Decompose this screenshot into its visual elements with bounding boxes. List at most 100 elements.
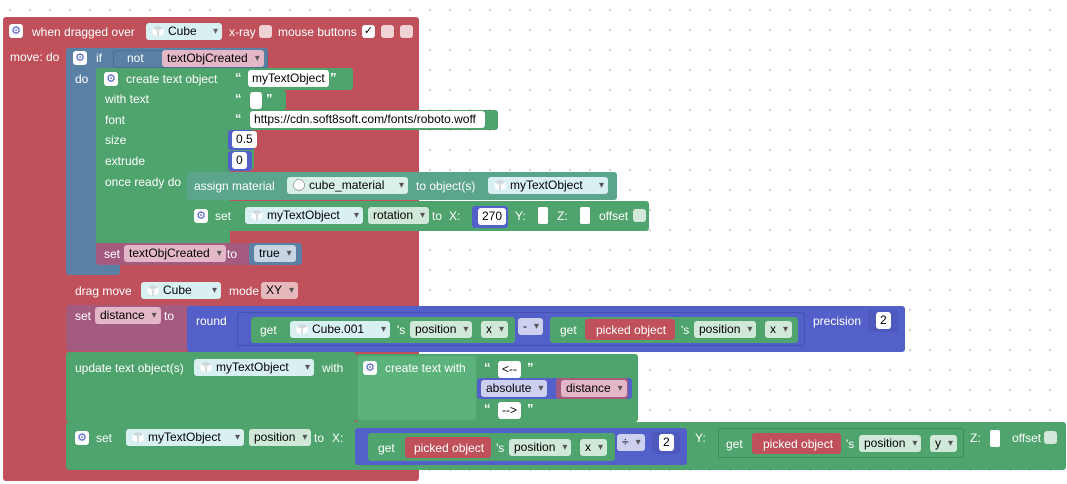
z-input-socket[interactable] — [990, 430, 1000, 447]
cube-icon — [494, 179, 506, 191]
position-dropdown[interactable]: position — [410, 321, 473, 338]
axis-dropdown[interactable]: y — [930, 435, 957, 452]
mode-dropdown[interactable]: XY — [261, 282, 299, 299]
create-text-label: create text object — [126, 72, 218, 86]
gear-icon[interactable]: ⚙ — [104, 72, 118, 86]
divisor-field[interactable]: 2 — [659, 434, 674, 451]
offset-checkbox[interactable] — [633, 209, 646, 222]
distance-dropdown[interactable]: distance — [561, 380, 627, 397]
s-label: 's — [496, 441, 505, 455]
with-text-field[interactable] — [250, 92, 262, 109]
position-dropdown[interactable]: position — [859, 435, 922, 452]
rotation-prop-dropdown[interactable]: rotation — [368, 207, 430, 224]
arrow-left-field[interactable]: <-- — [498, 361, 521, 378]
set-label: set — [75, 309, 92, 323]
gear-icon[interactable]: ⚙ — [194, 209, 208, 223]
size-field[interactable]: 0.5 — [232, 131, 257, 148]
precision-label: precision — [813, 314, 862, 328]
do-label: do — [75, 72, 89, 86]
set-var-dropdown[interactable]: textObjCreated — [124, 245, 226, 262]
offset-label: offset — [1012, 431, 1042, 445]
if-label: if — [96, 51, 102, 65]
position-dropdown[interactable]: position — [694, 321, 757, 338]
position-dropdown[interactable]: position — [509, 439, 572, 456]
arrow-right-field[interactable]: --> — [498, 402, 521, 419]
set-label: set — [96, 431, 113, 445]
s-label: 's — [846, 437, 855, 451]
text-name-field[interactable]: myTextObject — [248, 70, 329, 87]
to-label: to — [164, 309, 175, 323]
with-text-label: with text — [105, 92, 150, 106]
z-input-socket[interactable] — [580, 207, 590, 224]
gear-icon[interactable]: ⚙ — [363, 361, 377, 375]
divide-dropdown[interactable]: ÷ — [617, 434, 645, 451]
cube-icon — [147, 284, 159, 296]
quote-open: “ — [235, 70, 242, 85]
move-do-label: move: do — [10, 50, 60, 64]
y-label: Y: — [695, 431, 706, 445]
x-label: X: — [332, 431, 344, 445]
s-label: 's — [681, 323, 690, 337]
picked-object-label: picked object — [596, 323, 667, 337]
z-label: Z: — [557, 209, 568, 223]
update-object-dropdown[interactable]: myTextObject — [194, 359, 314, 376]
event-object-dropdown[interactable]: Cube▾ — [146, 23, 222, 40]
xray-checkbox[interactable] — [259, 25, 272, 38]
font-url-field[interactable]: https://cdn.soft8soft.com/fonts/roboto.w… — [250, 111, 485, 128]
bool-dropdown[interactable]: true — [254, 245, 296, 262]
mouse-left-checkbox[interactable]: ✓ — [362, 25, 375, 38]
position-object-dropdown[interactable]: myTextObject — [126, 429, 244, 446]
picked-object-label: picked object — [414, 441, 485, 455]
axis-dropdown[interactable]: x — [765, 321, 792, 338]
create-text-with-label: create text with — [385, 361, 466, 375]
x-label: X: — [449, 209, 461, 223]
rotation-x-field[interactable]: 270 — [478, 208, 507, 225]
y-label: Y: — [515, 209, 526, 223]
quote-close: ” — [527, 401, 534, 416]
quote-open: “ — [484, 360, 491, 375]
y-input-socket[interactable] — [538, 207, 548, 224]
axis-dropdown[interactable]: x — [580, 439, 607, 456]
get-object-dropdown[interactable]: Cube.001 — [290, 321, 390, 338]
once-ready-label: once ready do — [105, 175, 182, 189]
gear-icon[interactable]: ⚙ — [9, 24, 23, 38]
mode-label: mode — [229, 284, 260, 298]
size-label: size — [105, 133, 127, 147]
precision-field[interactable]: 2 — [876, 312, 891, 329]
cube-icon — [152, 25, 164, 37]
axis-dropdown[interactable]: x — [481, 321, 508, 338]
cube-icon — [132, 431, 144, 443]
mouse-right-checkbox[interactable] — [400, 25, 413, 38]
distance-var-dropdown[interactable]: distance — [95, 307, 161, 324]
round-label: round — [196, 314, 227, 328]
get-label: get — [560, 323, 577, 337]
rotation-object-dropdown[interactable]: myTextObject — [245, 207, 363, 224]
var-dropdown[interactable]: textObjCreated — [162, 50, 264, 67]
minus-dropdown[interactable]: - — [518, 318, 543, 335]
cube-icon — [200, 361, 212, 373]
extrude-label: extrude — [105, 154, 146, 168]
position-prop-dropdown[interactable]: position — [249, 429, 312, 446]
get-label: get — [260, 323, 277, 337]
mouse-buttons-label: mouse buttons — [278, 25, 357, 39]
cube-icon — [296, 323, 308, 335]
extrude-field[interactable]: 0 — [232, 152, 247, 169]
font-label: font — [105, 113, 126, 127]
material-icon — [293, 179, 305, 191]
event-label: when dragged over — [32, 25, 135, 39]
cube-icon — [251, 209, 263, 221]
absolute-dropdown[interactable]: absolute — [481, 380, 548, 397]
mouse-middle-checkbox[interactable] — [381, 25, 394, 38]
with-label: with — [322, 361, 344, 375]
drag-object-dropdown[interactable]: Cube — [141, 282, 221, 299]
s-label: 's — [397, 323, 406, 337]
quote-close: ” — [527, 360, 534, 375]
set-label: set — [104, 247, 121, 261]
gear-icon[interactable]: ⚙ — [73, 51, 87, 65]
get-label: get — [726, 437, 743, 451]
assign-material-label: assign material — [194, 179, 275, 193]
assign-object-dropdown[interactable]: myTextObject — [488, 177, 608, 194]
gear-icon[interactable]: ⚙ — [75, 431, 89, 445]
offset-checkbox[interactable] — [1044, 431, 1057, 444]
material-dropdown[interactable]: cube_material — [287, 177, 408, 194]
